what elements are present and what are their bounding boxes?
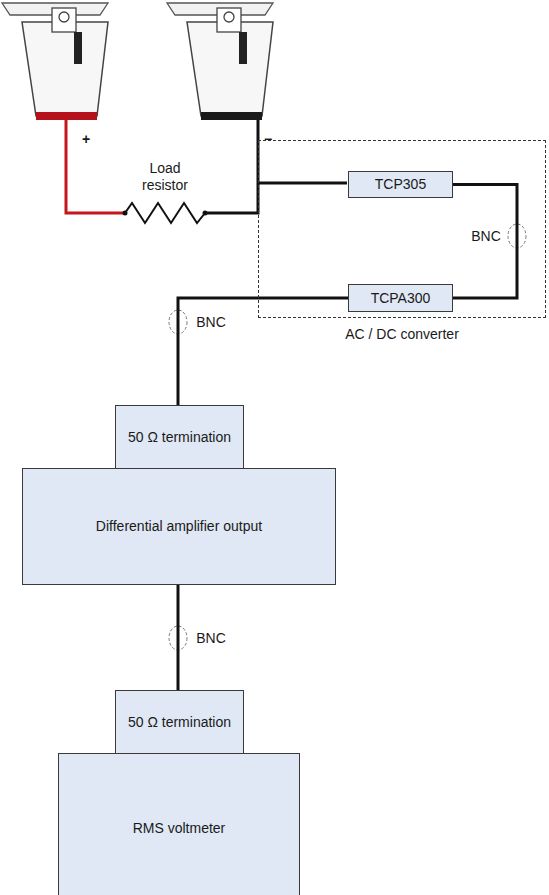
polarity-sign: − [258,131,278,148]
amplifier-box: Differential amplifier output [22,468,336,585]
converter-group: AC / DC converterTCP305TCPA300 [258,140,546,318]
resistor-symbol [125,203,205,223]
termination-box: 50 Ω termination [115,405,244,469]
resistor-lead [123,211,128,216]
bnc-cable [178,298,348,405]
box-label: RMS voltmeter [127,820,232,837]
cable-label: BNC [191,630,231,647]
polarity-sign: + [76,131,96,148]
amplifier-box: TCPA300 [348,284,453,312]
box-label: 50 Ω termination [122,429,237,446]
component-label: Load resistor [125,160,205,194]
black-wire [205,120,258,213]
bnc-cable [177,585,180,690]
box-label: TCPA300 [365,290,437,307]
termination-box: 50 Ω termination [115,690,244,754]
red-wire [66,120,125,213]
banana-terminal [2,3,108,120]
box-label: TCP305 [369,176,432,193]
voltmeter-box: RMS voltmeter [58,753,300,895]
black-wire [258,182,347,185]
box-label: Differential amplifier output [90,518,268,535]
bnc-cable [453,185,517,299]
cable-label: BNC [191,314,231,331]
group-title: AC / DC converter [259,326,545,343]
cable-label: BNC [466,228,506,245]
box-label: 50 Ω termination [122,714,237,731]
probe-box: TCP305 [348,171,453,198]
banana-terminal [167,3,273,120]
